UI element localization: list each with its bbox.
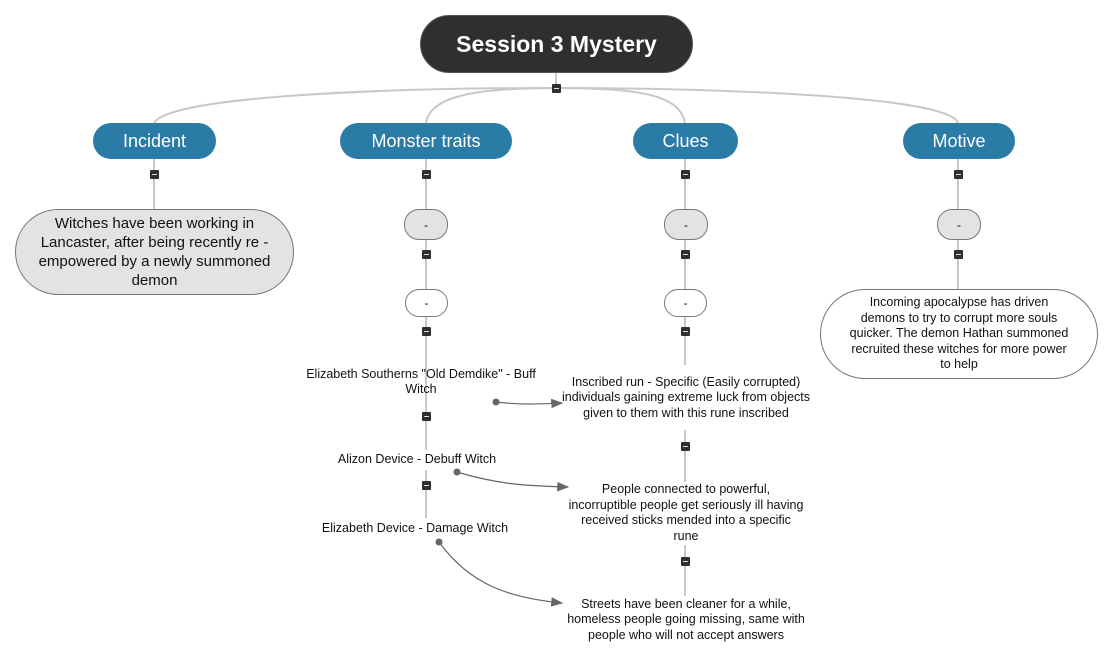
connector-root-motive — [555, 87, 959, 124]
clues-placeholder-node-1[interactable]: - — [664, 209, 708, 240]
clue-sticks-rune[interactable]: People connected to powerful, incorrupti… — [568, 482, 804, 543]
connector-root-clues — [555, 87, 686, 124]
witch-alizon-device[interactable]: Alizon Device - Debuff Witch — [337, 452, 497, 467]
collapse-toggle-clues[interactable] — [681, 170, 690, 179]
witch-elizabeth-device[interactable]: Elizabeth Device - Damage Witch — [321, 521, 509, 536]
branch-monster-traits[interactable]: Monster traits — [340, 123, 512, 159]
collapse-toggle-clues-3[interactable] — [681, 442, 690, 451]
branch-clues[interactable]: Clues — [633, 123, 738, 159]
monster-placeholder-node-1[interactable]: - — [404, 209, 448, 240]
relationship-arrow-1[interactable] — [495, 398, 564, 409]
root-topic[interactable]: Session 3 Mystery — [420, 15, 693, 73]
clue-streets-cleaner[interactable]: Streets have been cleaner for a while, h… — [567, 596, 805, 642]
motive-placeholder-node[interactable]: - — [937, 209, 981, 240]
collapse-toggle-monster-3[interactable] — [422, 412, 431, 421]
incident-detail-node[interactable]: Witches have been working in Lancaster, … — [15, 209, 294, 295]
witch-elizabeth-southerns[interactable]: Elizabeth Southerns "Old Demdike" - Buff… — [306, 366, 536, 397]
collapse-toggle-clues-4[interactable] — [681, 557, 690, 566]
clues-placeholder-node-2[interactable]: - — [664, 289, 707, 317]
collapse-toggle-clues-1[interactable] — [681, 250, 690, 259]
branch-incident[interactable]: Incident — [93, 123, 216, 159]
branch-motive[interactable]: Motive — [903, 123, 1015, 159]
relationship-arrow-2[interactable] — [456, 471, 570, 492]
collapse-toggle-monster-traits[interactable] — [422, 170, 431, 179]
relationship-arrow-3[interactable] — [438, 541, 564, 607]
connector-root-monster — [425, 87, 557, 124]
clue-inscribed-rune[interactable]: Inscribed run - Specific (Easily corrupt… — [561, 374, 811, 420]
collapse-toggle-motive-1[interactable] — [954, 250, 963, 259]
motive-detail-node[interactable]: Incoming apocalypse has driven demons to… — [820, 289, 1098, 379]
collapse-toggle-monster-2[interactable] — [422, 327, 431, 336]
collapse-toggle-root[interactable] — [552, 84, 561, 93]
collapse-toggle-clues-2[interactable] — [681, 327, 690, 336]
collapse-toggle-monster-1[interactable] — [422, 250, 431, 259]
collapse-toggle-motive[interactable] — [954, 170, 963, 179]
collapse-toggle-monster-4[interactable] — [422, 481, 431, 490]
monster-placeholder-node-2[interactable]: - — [405, 289, 448, 317]
connector-root-incident — [153, 87, 557, 124]
collapse-toggle-incident[interactable] — [150, 170, 159, 179]
